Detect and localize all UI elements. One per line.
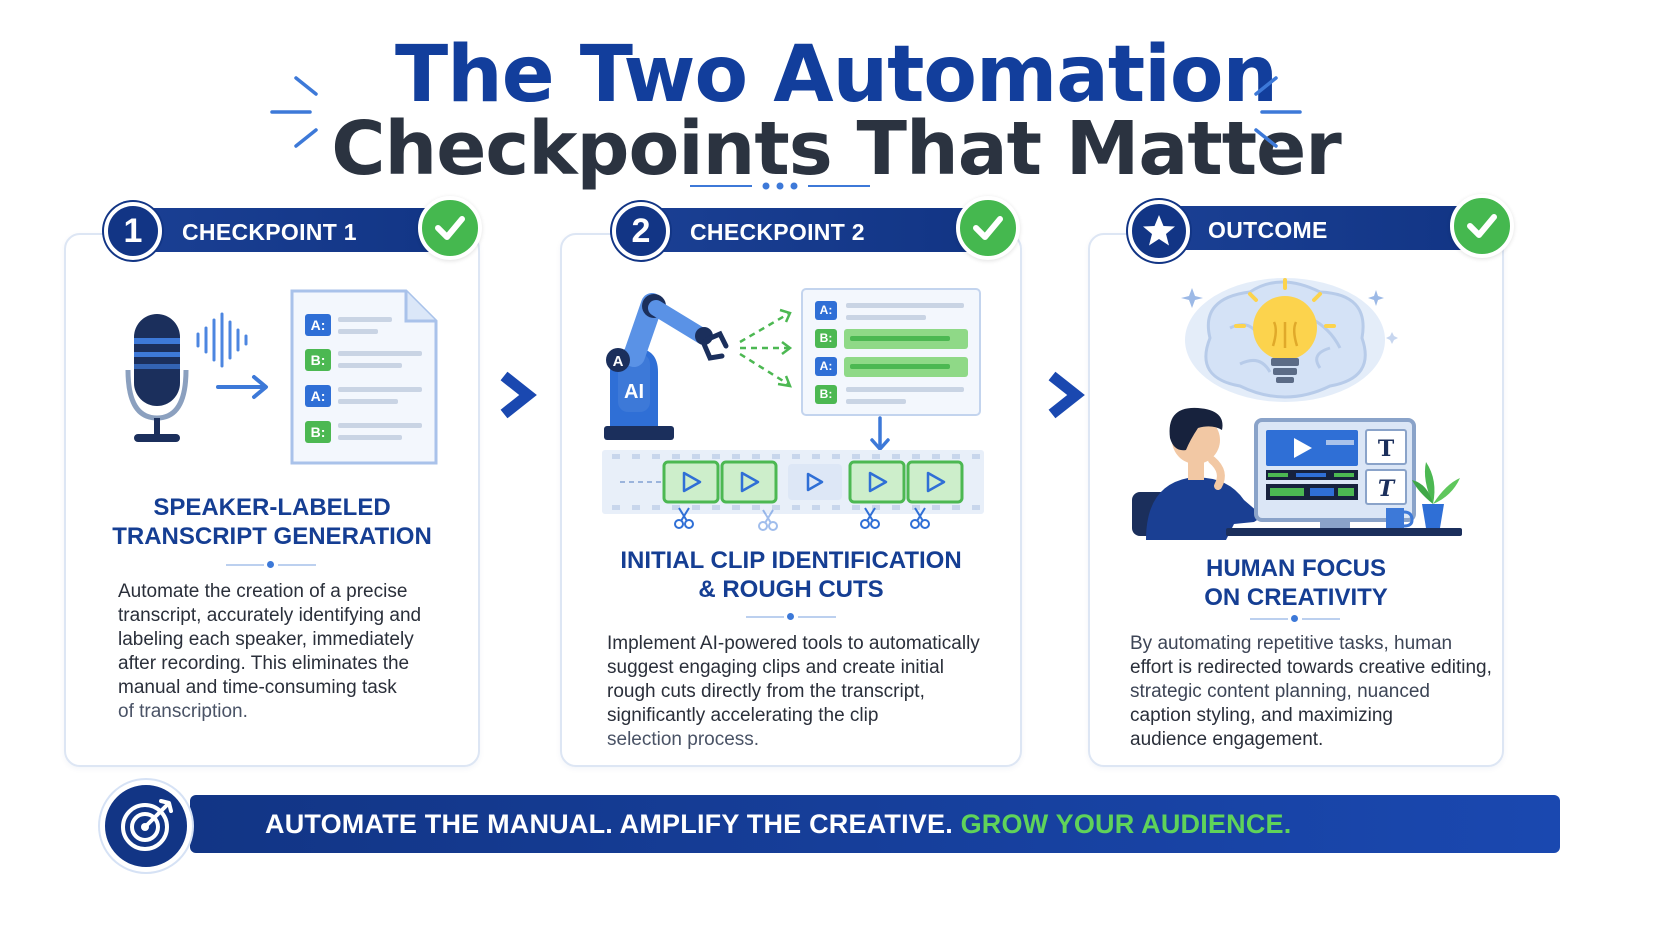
speaker-tag-b: B:: [815, 329, 837, 348]
svg-text:T: T: [1378, 476, 1396, 502]
outcome-label: OUTCOME: [1208, 217, 1328, 243]
person-at-monitor-icon: T T: [1132, 407, 1462, 540]
star-icon: [1143, 215, 1175, 246]
footer-target-badge: [100, 780, 192, 872]
checkpoint-2-banner: [650, 208, 980, 252]
title-line-1: The Two Automation: [394, 30, 1278, 120]
arrow-down-icon: [870, 416, 890, 451]
film-strip-icon: [602, 450, 984, 514]
footer-tagline-part1: AUTOMATE THE MANUAL. AMPLIFY THE CREATIV…: [265, 809, 953, 839]
microphone-icon: [125, 314, 189, 442]
outcome-star-badge: [1128, 200, 1190, 262]
checkpoint-1-label: CHECKPOINT 1: [182, 219, 357, 245]
outcome-divider: [1250, 614, 1340, 624]
checkpoint-2-heading: INITIAL CLIP IDENTIFICATION & ROUGH CUTS: [620, 547, 962, 603]
robot-arm-icon: A AI: [604, 293, 729, 440]
speaker-tag-b: B:: [305, 421, 331, 443]
speaker-tag-a: A:: [305, 385, 331, 407]
checkpoint-1-divider: [226, 560, 316, 570]
checkpoint-1-check-icon: [418, 196, 482, 260]
checkpoint-1-banner: [140, 208, 460, 252]
checkpoint-2-check-icon: [956, 196, 1020, 260]
checkpoint-2-label: CHECKPOINT 2: [690, 219, 865, 245]
footer-tagline-part2: GROW YOUR AUDIENCE.: [960, 809, 1292, 839]
title-line-2: Checkpoints That Matter: [331, 106, 1342, 192]
speaker-tag-a: A:: [815, 301, 837, 320]
chevron-right-icon: [1048, 371, 1085, 419]
title-underline-icon: [690, 182, 870, 190]
scissors-icon: [674, 507, 694, 529]
transcript-panel-icon: [801, 288, 981, 416]
svg-text:T: T: [1378, 436, 1395, 462]
speaker-tag-a: A:: [305, 314, 331, 336]
checkpoint-1-heading: SPEAKER-LABELED TRANSCRIPT GENERATION: [112, 494, 432, 550]
brain-lightbulb-icon: [1181, 278, 1398, 402]
svg-text:A: A: [613, 353, 624, 370]
outcome-heading: HUMAN FOCUS ON CREATIVITY: [1204, 555, 1388, 611]
sound-wave-icon: [196, 312, 248, 368]
checkpoint-1-description: Automate the creation of a precise trans…: [118, 581, 422, 722]
chevron-right-icon: [500, 371, 537, 419]
outcome-check-icon: [1450, 194, 1514, 258]
checkpoint-2-number: 2: [612, 202, 670, 260]
checkpoint-2-divider: [746, 612, 836, 622]
outcome-description: By automating repetitive tasks, human ef…: [1130, 633, 1492, 750]
speaker-tag-a: A:: [815, 357, 837, 376]
title-accent-right-icon: [1254, 76, 1302, 148]
outcome-banner: [1170, 206, 1480, 250]
footer-banner: AUTOMATE THE MANUAL. AMPLIFY THE CREATIV…: [190, 795, 1560, 853]
target-icon: [121, 799, 173, 851]
speaker-tag-b: B:: [815, 385, 837, 404]
scissors-icon: [910, 507, 930, 529]
checkpoint-2-description: Implement AI-powered tools to automatica…: [607, 633, 980, 750]
speaker-tag-b: B:: [305, 349, 331, 371]
svg-text:AI: AI: [624, 381, 644, 403]
scissors-icon: [860, 507, 880, 529]
checkpoint-1-number: 1: [104, 202, 162, 260]
arrow-right-icon: [216, 375, 268, 399]
title-accent-left-icon: [270, 76, 318, 148]
scissors-icon: [758, 509, 778, 531]
dashed-arrows-icon: [739, 308, 793, 388]
footer-tagline: AUTOMATE THE MANUAL. AMPLIFY THE CREATIV…: [265, 809, 1291, 840]
